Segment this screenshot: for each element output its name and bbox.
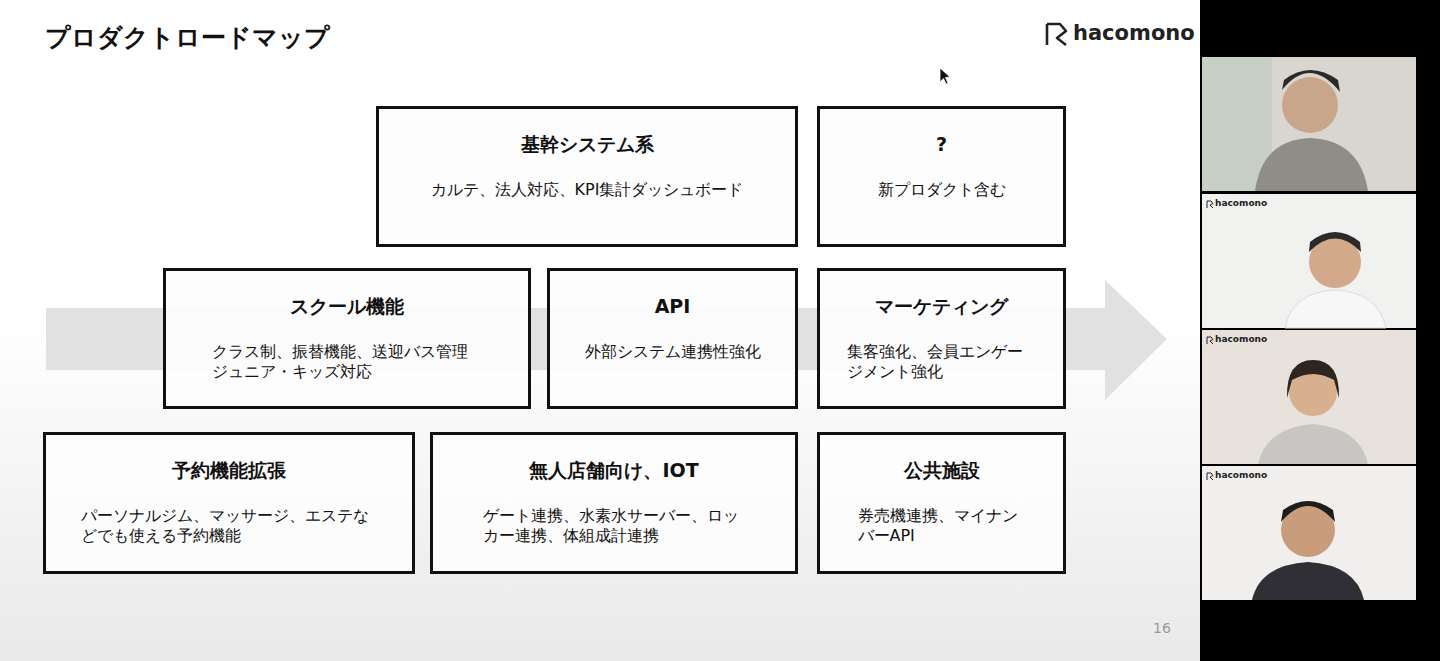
roadmap-box: API 外部システム連携性強化	[547, 268, 798, 409]
mouse-cursor	[940, 68, 950, 84]
roadmap-box: マーケティング集客強化、会員エンゲージメント強化	[817, 268, 1066, 409]
box-heading: ?	[832, 132, 1051, 156]
page-number: 16	[1153, 619, 1171, 637]
webcam-logo: hacomono	[1215, 470, 1267, 481]
box-description: ゲート連携、水素水サーバー、ロッカー連携、体組成計連携	[483, 506, 745, 546]
box-heading: API	[562, 294, 783, 318]
webcam-logo: hacomono	[1215, 334, 1267, 345]
box-description: 集客強化、会員エンゲージメント強化	[847, 342, 1037, 382]
box-heading: スクール機能	[178, 294, 516, 318]
logo-text: hacomono	[1073, 20, 1195, 46]
roadmap-box: 無人店舗向け、IOT ゲート連携、水素水サーバー、ロッカー連携、体組成計連携	[430, 432, 798, 574]
box-description: パーソナルジム、マッサージ、エステなどでも使える予約機能	[81, 506, 377, 546]
box-heading: 無人店舗向け、IOT	[445, 458, 783, 482]
box-heading: マーケティング	[832, 294, 1051, 318]
slide-title: プロダクトロードマップ	[45, 22, 330, 54]
box-heading: 公共施設	[832, 458, 1051, 482]
roadmap-box: 予約機能拡張パーソナルジム、マッサージ、エステなどでも使える予約機能	[43, 432, 415, 574]
roadmap-box: スクール機能クラス制、振替機能、送迎バス管理 ジュニア・キッズ対応	[163, 268, 531, 409]
webcam-tiles	[1202, 57, 1416, 600]
logo-icon	[1047, 24, 1066, 45]
box-description: 新プロダクト含む	[878, 180, 1006, 200]
box-description: カルテ、法人対応、KPI集計ダッシュボード	[431, 180, 744, 200]
box-description: 券売機連携、マイナンバーAPI	[858, 506, 1026, 546]
box-heading: 基幹システム系	[391, 132, 783, 156]
box-heading: 予約機能拡張	[58, 458, 400, 482]
roadmap-box: 公共施設券売機連携、マイナンバーAPI	[817, 432, 1066, 574]
webcam-logo: hacomono	[1215, 198, 1267, 209]
box-description: 外部システム連携性強化	[585, 342, 761, 362]
roadmap-box: 基幹システム系カルテ、法人対応、KPI集計ダッシュボード	[376, 106, 798, 247]
box-description: クラス制、振替機能、送迎バス管理 ジュニア・キッズ対応	[212, 342, 482, 382]
roadmap-box: ? 新プロダクト含む	[817, 106, 1066, 247]
